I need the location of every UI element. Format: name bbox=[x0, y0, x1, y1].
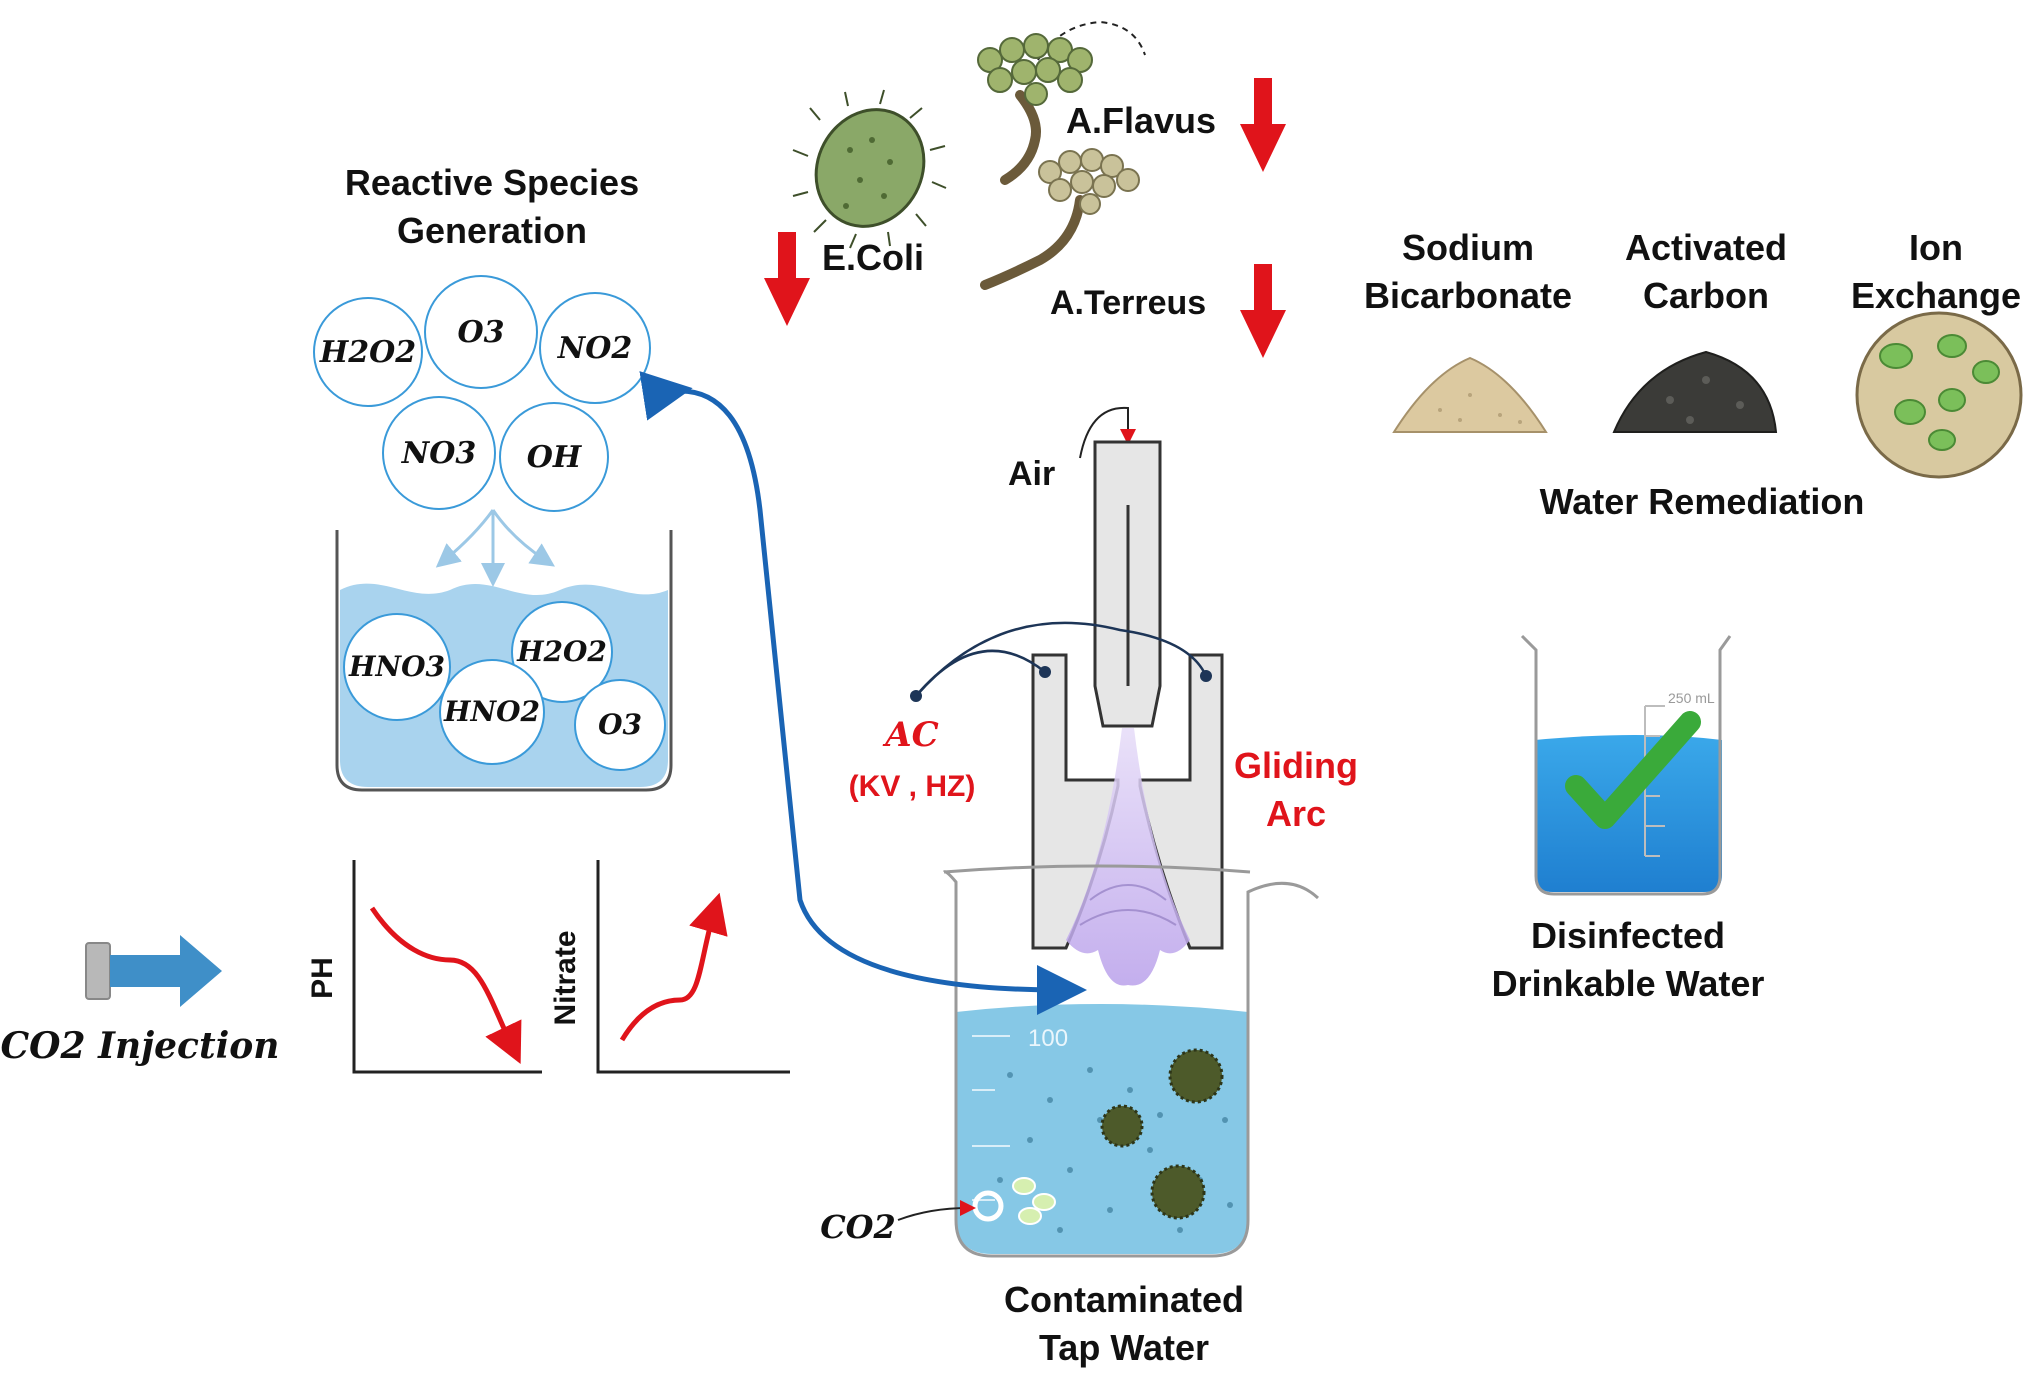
water-remediation-panel: Sodium Bicarbonate Activated Carbon Ion … bbox=[1364, 227, 2023, 522]
ion-label-line2: Exchange bbox=[1851, 275, 2021, 316]
co2-label: CO2 bbox=[820, 1208, 896, 1246]
diffusion-arrows bbox=[435, 509, 555, 587]
clean-water-beaker: 250 mL bbox=[1520, 634, 1732, 896]
nitrate-axis-label: Nitrate bbox=[549, 930, 582, 1025]
species-no2: NO2 bbox=[557, 331, 632, 366]
a-flavus-label: A.Flavus bbox=[1066, 100, 1216, 141]
species-h2o2: H2O2 bbox=[319, 335, 416, 370]
a-terreus-label: A.Terreus bbox=[1050, 284, 1206, 322]
sodium-label-line2: Bicarbonate bbox=[1364, 275, 1572, 316]
bubble-no3 bbox=[382, 396, 496, 510]
species-o3-liquid: O3 bbox=[598, 708, 642, 741]
species-oh: OH bbox=[527, 440, 583, 475]
species-hno2: HNO2 bbox=[443, 695, 540, 728]
ac-label: AC bbox=[882, 715, 938, 755]
bubble-oh bbox=[499, 402, 609, 512]
species-no3: NO3 bbox=[401, 436, 476, 471]
co2-injection-panel: CO2 Injection bbox=[1, 935, 280, 1067]
ph-trend-arrow bbox=[369, 906, 522, 1065]
nitrate-trend-arrow bbox=[619, 892, 728, 1042]
water-remediation-caption: Water Remediation bbox=[1540, 481, 1865, 522]
clean-water-label-line2: Drinkable Water bbox=[1492, 963, 1765, 1004]
bubble-hno3 bbox=[343, 613, 451, 721]
ion-exchange-resin-icon bbox=[1855, 311, 2023, 479]
activated-carbon-pile-icon bbox=[1612, 350, 1778, 433]
species-transfer-arrow bbox=[639, 371, 1087, 1015]
species-h2o2-liquid: H2O2 bbox=[516, 635, 607, 668]
bubble-h2o2 bbox=[313, 297, 423, 407]
ac-units-label: (KV , HZ) bbox=[849, 770, 976, 803]
e-coli-icon bbox=[792, 89, 947, 249]
liquid-species-bubbles bbox=[343, 601, 666, 771]
co2-inlet-nozzle bbox=[85, 942, 111, 1000]
bubble-no2 bbox=[539, 292, 651, 404]
gas-species-bubbles bbox=[313, 275, 651, 512]
pathogens-panel: E.Coli A.Flavus A.Terreus bbox=[764, 20, 1286, 358]
sodium-bicarbonate-pile-icon bbox=[1392, 356, 1548, 433]
reactive-species-panel: Reactive Species Generation H2O2 O3 NO2 … bbox=[313, 162, 673, 792]
e-coli-decrease-arrow bbox=[764, 232, 810, 326]
co2-injection-arrow bbox=[110, 935, 222, 1007]
contaminated-water bbox=[956, 1004, 1248, 1254]
check-icon bbox=[1565, 711, 1701, 829]
ion-label-line1: Ion bbox=[1909, 227, 1963, 268]
decrease-arrows bbox=[764, 78, 1286, 358]
pathogen-spores bbox=[1100, 1048, 1224, 1220]
clean-beaker-mark: 250 mL bbox=[1668, 690, 1715, 706]
left-terminal bbox=[1039, 666, 1051, 678]
a-terreus-decrease-arrow bbox=[1240, 264, 1286, 358]
bubble-o3 bbox=[424, 275, 538, 389]
right-terminal bbox=[1200, 670, 1212, 682]
co2-pointer-line bbox=[897, 1200, 976, 1221]
co2-injection-label: CO2 Injection bbox=[1, 1025, 280, 1067]
clean-water-label-line1: Disinfected bbox=[1531, 915, 1725, 956]
ph-trend-graph: PH bbox=[306, 860, 542, 1074]
a-flavus-icon bbox=[977, 20, 1146, 185]
species-o3: O3 bbox=[457, 315, 504, 350]
a-flavus-decrease-arrow bbox=[1240, 78, 1286, 172]
a-terreus-icon bbox=[980, 148, 1140, 290]
carbon-label-line1: Activated bbox=[1625, 227, 1787, 268]
e-coli-label: E.Coli bbox=[822, 237, 924, 278]
nitrate-trend-graph: Nitrate bbox=[549, 860, 790, 1074]
reactive-species-title-line2: Generation bbox=[397, 210, 587, 251]
gliding-arc-label-line2: Arc bbox=[1266, 793, 1326, 834]
bubble-h2o2-liquid bbox=[511, 601, 613, 703]
beaker-mark-100: 100 bbox=[1028, 1025, 1068, 1052]
contaminated-label-line2: Tap Water bbox=[1039, 1327, 1209, 1368]
ph-axis-label: PH bbox=[306, 957, 339, 999]
contaminated-water-beaker: 100 CO2 Contaminated Tap Water bbox=[820, 864, 1320, 1368]
bubble-hno2 bbox=[439, 659, 545, 765]
contaminated-label-line1: Contaminated bbox=[1004, 1279, 1244, 1320]
clean-water-panel: 250 mL Disinfected Drinkable Water bbox=[1492, 634, 1765, 1004]
plasma-plume bbox=[1066, 728, 1190, 986]
gliding-arc-label-line1: Gliding bbox=[1234, 745, 1358, 786]
air-label: Air bbox=[1008, 455, 1055, 493]
gliding-arc-reactor: Air AC (KV , HZ) Gliding Arc bbox=[849, 406, 1358, 986]
species-hno3: HNO3 bbox=[348, 650, 445, 683]
reactive-species-title-line1: Reactive Species bbox=[345, 162, 639, 203]
sodium-label-line1: Sodium bbox=[1402, 227, 1534, 268]
ac-terminal bbox=[910, 690, 922, 702]
carbon-label-line2: Carbon bbox=[1643, 275, 1769, 316]
